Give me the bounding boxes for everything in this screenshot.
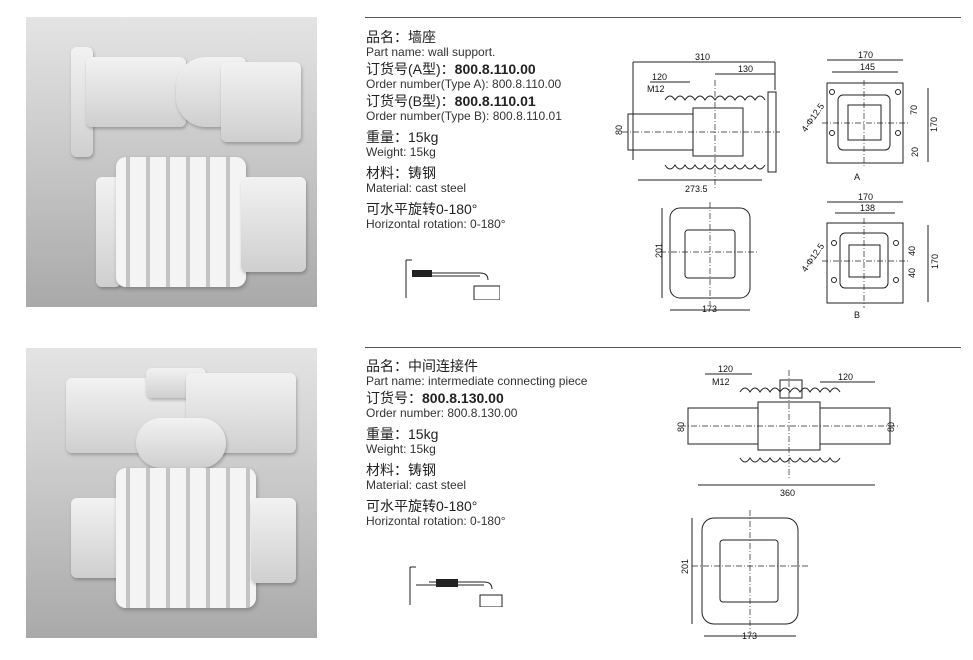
mounting-schematic-icon xyxy=(405,259,500,300)
part-name-cn: 品名：墙座 xyxy=(366,29,436,45)
order-en: Order number: 800.8.130.00 xyxy=(366,406,518,420)
weight-en: Weight: 15kg xyxy=(366,442,436,456)
order-b-cn-value: 800.8.110.01 xyxy=(454,93,536,109)
dim-b170: 170 xyxy=(858,192,873,202)
dim-m12: M12 xyxy=(647,84,665,94)
dim-80-right: 80 xyxy=(886,422,896,432)
dim-b40a: 40 xyxy=(907,246,917,256)
part-name-en: Part name: wall support. xyxy=(366,45,496,59)
wall-support-info: 品名：墙座 Part name: wall support. 订货号(A型)：8… xyxy=(366,29,616,237)
material-en: Material: cast steel xyxy=(366,478,467,492)
dim-b40b: 40 xyxy=(907,268,917,278)
weight-en: Weight: 15kg xyxy=(366,145,436,159)
section-divider xyxy=(365,347,961,348)
dim-m12: M12 xyxy=(712,377,730,387)
dim-130: 130 xyxy=(738,64,753,74)
view-label-b: B xyxy=(854,310,860,320)
order-b-en: Order number(Type B): 800.8.110.01 xyxy=(366,109,562,123)
order-a-cn-value: 800.8.110.00 xyxy=(454,61,536,77)
dim-120-left: 120 xyxy=(718,364,733,374)
wall-support-drawing: 310 120 130 M12 80 273.5 170 145 4-Φ12.5… xyxy=(614,50,940,320)
section-divider xyxy=(365,17,961,18)
dim-a-hole: 4-Φ12.5 xyxy=(799,101,826,134)
material-cn: 材料：铸钢 xyxy=(366,165,436,181)
dim-120-right: 120 xyxy=(838,372,853,382)
rotation-cn: 可水平旋转0-180° xyxy=(366,201,478,217)
dim-173: 173 xyxy=(702,304,717,314)
dim-80: 80 xyxy=(614,125,624,135)
dim-173: 173 xyxy=(742,631,757,641)
material-en: Material: cast steel xyxy=(366,181,467,195)
rotation-cn: 可水平旋转0-180° xyxy=(366,498,478,514)
order-cn-label: 订货号： xyxy=(366,390,422,406)
material-cn: 材料：铸钢 xyxy=(366,462,436,478)
intermediate-piece-photo xyxy=(26,348,317,638)
weight-cn: 重量：15kg xyxy=(366,426,439,442)
rotation-en: Horizontal rotation: 0-180° xyxy=(366,514,506,528)
dim-360: 360 xyxy=(780,488,795,498)
dim-a170: 170 xyxy=(858,50,873,60)
dim-a145: 145 xyxy=(860,62,875,72)
dim-b138: 138 xyxy=(860,203,875,213)
dim-a170v: 170 xyxy=(929,117,939,132)
dim-80-left: 80 xyxy=(676,422,686,432)
dim-201: 201 xyxy=(654,243,664,258)
intermediate-piece-info: 品名：中间连接件 Part name: intermediate connect… xyxy=(366,358,616,534)
dim-273: 273.5 xyxy=(685,184,708,194)
weight-cn: 重量：15kg xyxy=(366,129,439,145)
dim-a70: 70 xyxy=(909,105,919,115)
dim-b-hole: 4-Φ12.5 xyxy=(799,241,826,274)
wall-support-photo xyxy=(26,17,317,307)
dim-310: 310 xyxy=(695,52,710,62)
order-cn-value: 800.8.130.00 xyxy=(422,390,504,406)
order-a-en: Order number(Type A): 800.8.110.00 xyxy=(366,77,562,91)
dim-120: 120 xyxy=(652,72,667,82)
dim-201: 201 xyxy=(680,559,690,574)
order-a-cn-label: 订货号(A型)： xyxy=(366,61,455,77)
order-b-cn-label: 订货号(B型)： xyxy=(366,93,455,109)
mounting-schematic-icon xyxy=(409,566,503,607)
intermediate-piece-drawing: 120 120 M12 80 80 360 201 173 xyxy=(676,364,900,641)
view-label-a: A xyxy=(854,172,860,182)
rotation-en: Horizontal rotation: 0-180° xyxy=(366,217,506,231)
part-name-en: Part name: intermediate connecting piece xyxy=(366,374,588,388)
part-name-cn: 品名：中间连接件 xyxy=(366,358,478,374)
dim-a20: 20 xyxy=(910,147,920,157)
dim-b170v: 170 xyxy=(930,254,940,269)
